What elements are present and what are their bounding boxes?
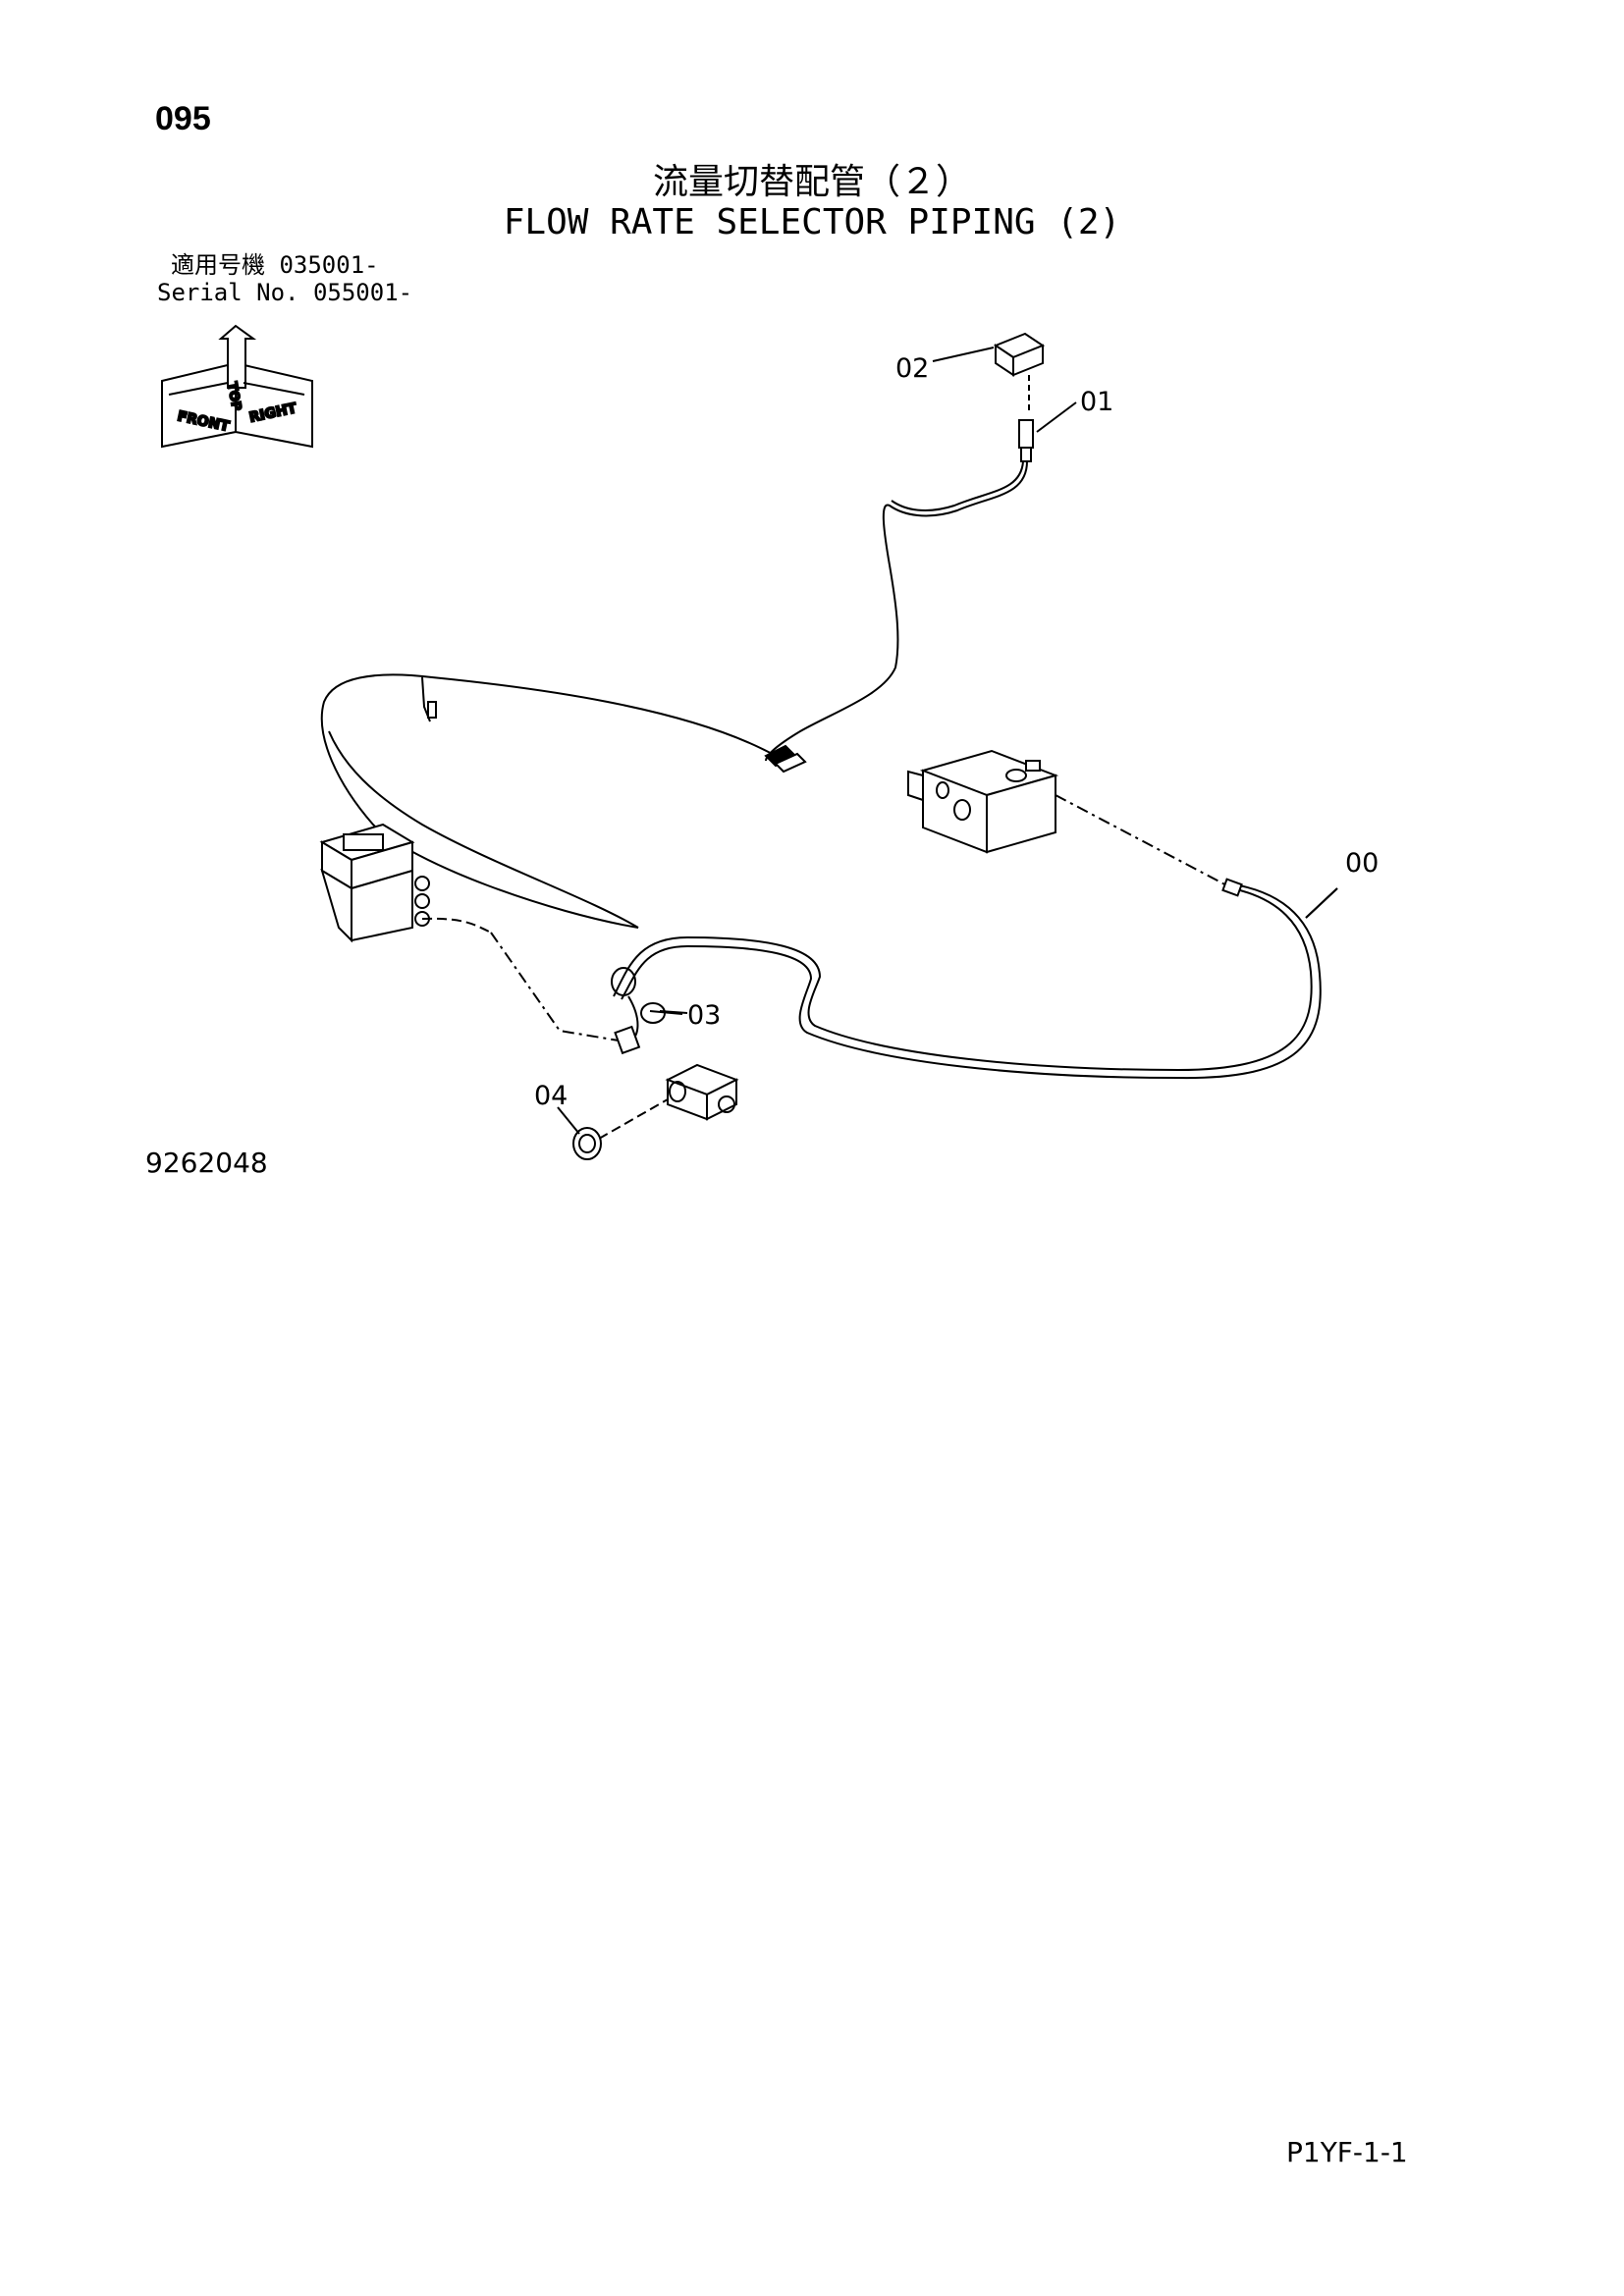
wire-harness-upper <box>765 460 1028 762</box>
callout-00: 00 <box>1345 848 1379 879</box>
svg-text:TOP: TOP <box>224 381 244 412</box>
applicable-serial-ja: 適用号機 035001- <box>171 251 379 279</box>
leader-02 <box>932 347 995 362</box>
page-title-english: FLOW RATE SELECTOR PIPING (2) <box>503 202 1121 242</box>
page-number: 095 <box>155 100 211 137</box>
wire-harness-lower <box>320 673 777 929</box>
leader-01 <box>1036 401 1077 433</box>
leader-00 <box>1305 887 1338 919</box>
valve-block <box>907 749 1233 889</box>
page-code: P1YF-1-1 <box>1286 2136 1408 2168</box>
orientation-badge-icon: FRONT RIGHT TOP <box>161 324 313 449</box>
selector-switch <box>993 332 1046 412</box>
drawing-number: 9262048 <box>145 1147 268 1179</box>
leader-04 <box>557 1106 580 1135</box>
callout-03: 03 <box>687 1000 721 1031</box>
fitting-03 <box>611 967 688 1055</box>
page-title-japanese: 流量切替配管（２） <box>652 162 971 202</box>
hose-00 <box>613 887 1313 1072</box>
check-valve <box>598 1063 739 1140</box>
connector <box>1018 419 1034 462</box>
leader-03 <box>649 1010 683 1015</box>
callout-02: 02 <box>895 353 929 384</box>
applicable-serial-en: Serial No. 055001- <box>157 279 413 306</box>
callout-04: 04 <box>534 1081 568 1111</box>
pilot-valve <box>319 823 620 1041</box>
callout-01: 01 <box>1080 387 1113 417</box>
plug-04 <box>572 1127 602 1160</box>
